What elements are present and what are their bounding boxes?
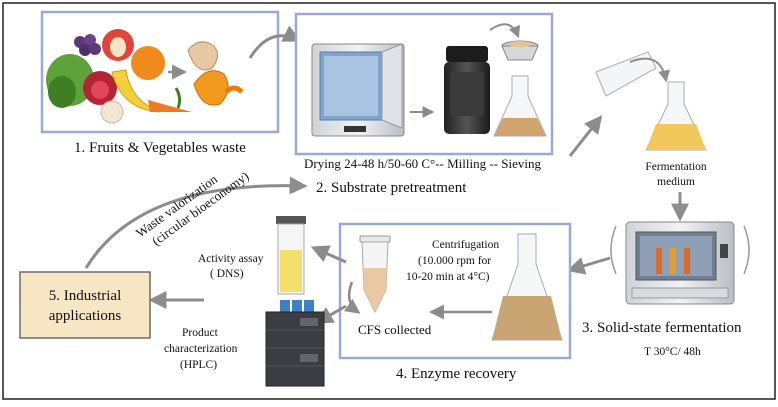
step3-label: 3. Solid-state fermentation [582,320,742,336]
arrow-4-to-assay [310,245,347,264]
enzyme-recovery-illustration [343,233,563,341]
arrow-3-to-4 [566,256,611,275]
activity-assay-label-2: ( DNS) [210,268,244,280]
box-industrial-applications [19,271,151,339]
arrow-5-to-2 [84,176,308,269]
activity-assay-label-1: Activity assay [198,253,264,265]
pretreatment-conditions: Drying 24-48 h/50-60 C°-- Milling -- Sie… [304,156,542,171]
step5-label-1: 5. Industrial [49,288,122,304]
product-char-label-2: characterization [164,343,238,355]
fermentation-medium-illustration [595,51,707,151]
step2-label: 2. Substrate pretreatment [316,180,467,196]
cuvette-illustration [276,216,306,295]
cfs-collected-label: CFS collected [358,322,432,337]
product-char-label-1: Product [182,327,219,339]
hplc-illustration [265,300,325,387]
step4-label: 4. Enzyme recovery [396,366,517,382]
fruits-vegetables-illustration [46,29,244,124]
pretreatment-illustration [311,23,547,137]
fermentation-medium-label-1: Fermentation [645,161,707,173]
arrow-1-to-2 [248,25,302,59]
outer-frame [2,2,776,400]
arrow-2-to-medium [568,115,603,157]
step5-label-2: applications [49,308,122,324]
centrifugation-label-1: Centrifugation [432,239,499,251]
step1-label: 1. Fruits & Vegetables waste [74,140,246,156]
centrifugation-label-3: 10-20 min at 4°C) [406,271,490,283]
product-char-label-3: (HPLC) [180,359,217,371]
centrifugation-label-2: (10.000 rpm for [418,255,491,267]
fermentation-conditions: T 30°C/ 48h [644,346,701,358]
fermentation-medium-label-2: medium [657,176,695,188]
incubator-illustration [610,221,750,305]
